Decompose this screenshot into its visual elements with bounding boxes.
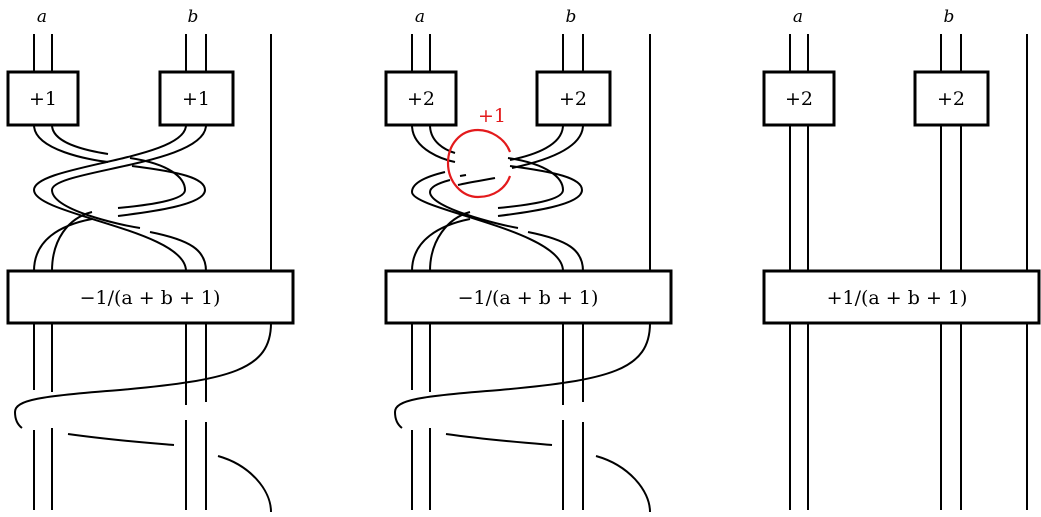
panel-1-box-a: +1 bbox=[6, 70, 80, 127]
panel-3-box-b-label: +2 bbox=[937, 88, 965, 110]
panel-3: a b +2 +2 +1/(a + b + 1) bbox=[762, 7, 1041, 510]
panel-1-box-b-label: +1 bbox=[182, 88, 210, 110]
panel-1: a b +1 bbox=[6, 7, 295, 513]
panel-2-strands bbox=[393, 34, 651, 513]
panel-2-surgery-curve: +1 bbox=[446, 105, 512, 199]
panel-3-long-box-label: +1/(a + b + 1) bbox=[827, 287, 968, 309]
panel-1-box-a-label: +1 bbox=[29, 88, 57, 110]
panel-2-long-box: −1/(a + b + 1) bbox=[384, 269, 673, 325]
panel-1-box-b: +1 bbox=[158, 70, 235, 127]
panel-1-long-box: −1/(a + b + 1) bbox=[6, 269, 295, 325]
panel-2-label-b: b bbox=[566, 7, 577, 27]
panel-3-box-b: +2 bbox=[913, 70, 990, 127]
panel-2: a b +1 bbox=[384, 7, 673, 513]
panel-3-box-a-label: +2 bbox=[785, 88, 813, 110]
panel-3-box-a: +2 bbox=[762, 70, 836, 127]
panel-2-box-a: +2 bbox=[384, 70, 458, 127]
panel-2-box-a-label: +2 bbox=[407, 88, 435, 110]
panel-2-long-box-label: −1/(a + b + 1) bbox=[458, 287, 599, 309]
panel-3-long-box: +1/(a + b + 1) bbox=[762, 269, 1041, 325]
panel-1-long-box-label: −1/(a + b + 1) bbox=[80, 287, 221, 309]
panel-3-label-a: a bbox=[793, 7, 803, 27]
panel-1-label-b: b bbox=[188, 7, 199, 27]
panel-1-label-a: a bbox=[37, 7, 47, 27]
panel-2-box-b: +2 bbox=[535, 70, 612, 127]
panel-1-strands bbox=[13, 34, 272, 513]
panel-2-surgery-coefficient: +1 bbox=[478, 105, 506, 127]
panel-2-label-a: a bbox=[415, 7, 425, 27]
panel-2-box-b-label: +2 bbox=[559, 88, 587, 110]
panel-3-label-b: b bbox=[944, 7, 955, 27]
